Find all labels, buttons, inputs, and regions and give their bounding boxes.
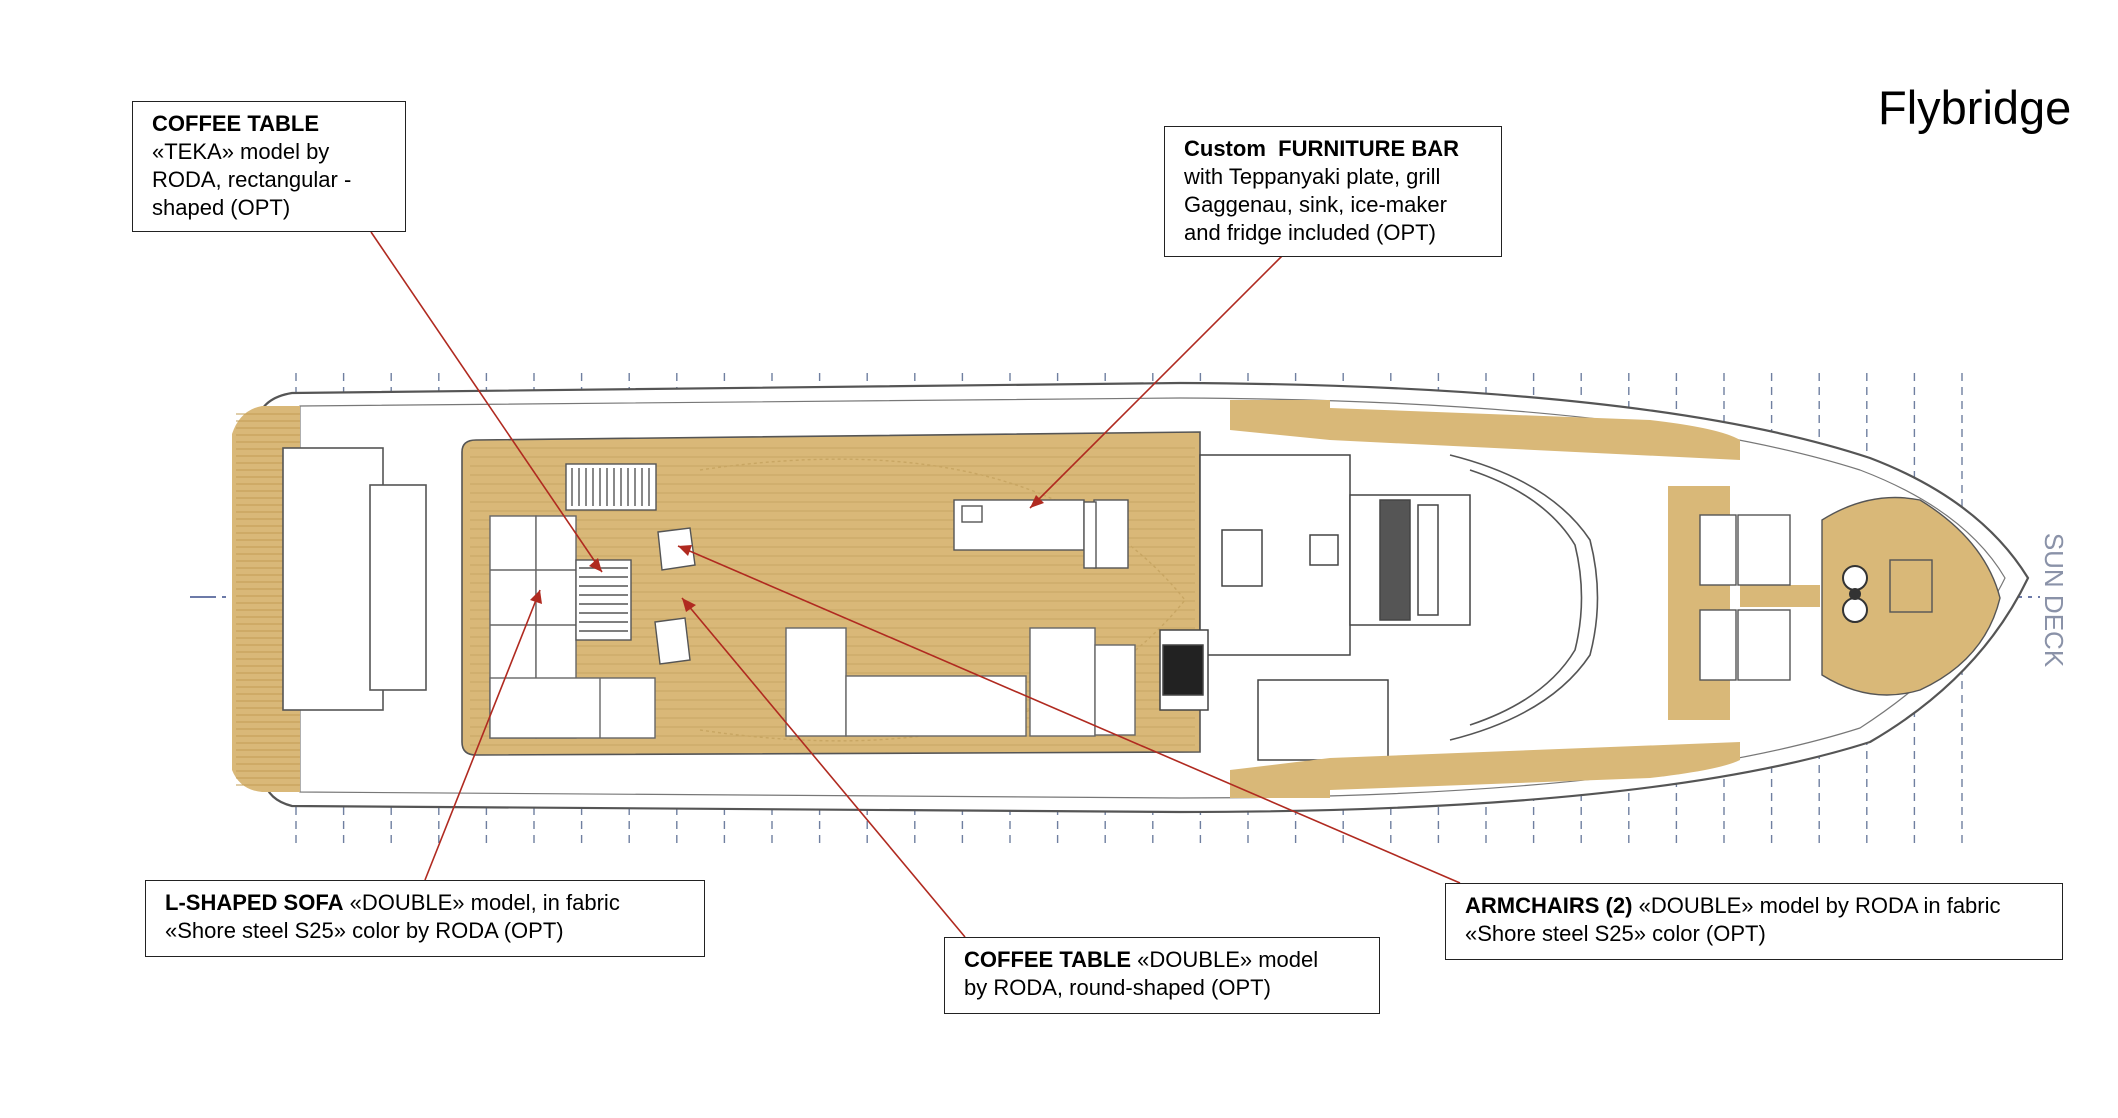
callout-coffee-table-double-line1-rest: «DOUBLE» model xyxy=(1137,947,1319,972)
callout-armchairs: ARMCHAIRS (2) «DOUBLE» model by RODA in … xyxy=(1445,883,2063,960)
aft-teak-platform xyxy=(232,406,427,792)
callout-coffee-table-double-title: COFFEE TABLE xyxy=(964,947,1132,972)
leader-coffee-table-double xyxy=(681,597,966,938)
bow-deck xyxy=(1821,496,2001,696)
callout-armchairs-line1-rest: «DOUBLE» model by RODA in fabric xyxy=(1638,893,2001,918)
callout-furniture-bar: Custom FURNITURE BAR with Teppanyaki pla… xyxy=(1164,126,1502,257)
helm-station xyxy=(1159,454,1471,761)
leader-lines xyxy=(370,231,1461,938)
page-title: Flybridge xyxy=(1878,81,2072,134)
arrowhead-coffee-table-double xyxy=(682,598,696,612)
callout-coffee-table-double-line2: by RODA, round-shaped (OPT) xyxy=(964,975,1271,1000)
callout-coffee-table-double: COFFEE TABLE «DOUBLE» model by RODA, rou… xyxy=(944,937,1380,1014)
leader-furniture-bar xyxy=(1029,255,1283,509)
foredeck-sunpads xyxy=(1699,514,1791,681)
callout-coffee-table-teka: COFFEE TABLE «TEKA» model by RODA, recta… xyxy=(132,101,406,232)
stair-hatch xyxy=(565,463,657,511)
callout-coffee-table-double-line1: COFFEE TABLE «DOUBLE» model xyxy=(964,946,1361,974)
armchairs xyxy=(654,527,696,665)
leader-armchairs xyxy=(677,545,1461,884)
callout-l-shaped-sofa-line1: L-SHAPED SOFA «DOUBLE» model, in fabric xyxy=(165,889,686,917)
callout-coffee-table-teka-line3: RODA, rectangular - xyxy=(152,167,352,192)
callout-furniture-bar-heading: FURNITURE BAR xyxy=(1278,136,1460,161)
callout-furniture-bar-line2: with Teppanyaki plate, grill xyxy=(1184,164,1441,189)
leader-coffee-table-teka xyxy=(370,231,603,573)
callout-armchairs-line1: ARMCHAIRS (2) «DOUBLE» model by RODA in … xyxy=(1465,892,2044,920)
teka-coffee-table xyxy=(575,559,632,641)
dinette-seating xyxy=(785,627,1136,737)
callout-furniture-bar-title: Custom FURNITURE BAR xyxy=(1184,135,1483,163)
callout-l-shaped-sofa-line1-rest: «DOUBLE» model, in fabric xyxy=(349,890,620,915)
callout-armchairs-title: ARMCHAIRS (2) xyxy=(1465,893,1633,918)
callout-coffee-table-teka-line2: «TEKA» model by xyxy=(152,139,330,164)
arrowhead-armchairs xyxy=(678,545,692,556)
callout-l-shaped-sofa-line2: «Shore steel S25» color by RODA (OPT) xyxy=(165,918,564,943)
callout-l-shaped-sofa: L-SHAPED SOFA «DOUBLE» model, in fabric … xyxy=(145,880,705,957)
callout-furniture-bar-line3: Gaggenau, sink, ice-maker xyxy=(1184,192,1447,217)
arrowhead-coffee-table-teka xyxy=(589,558,602,572)
leader-arrowheads xyxy=(530,495,1044,612)
arrowhead-furniture-bar xyxy=(1030,495,1044,508)
deck-label: SUN DECK xyxy=(2039,533,2069,668)
leader-l-shaped-sofa xyxy=(424,589,541,881)
furniture-bar xyxy=(953,499,1129,569)
callout-furniture-bar-line4: and fridge included (OPT) xyxy=(1184,220,1436,245)
windscreen xyxy=(1449,454,1599,741)
arrowhead-l-shaped-sofa xyxy=(530,590,542,604)
callout-coffee-table-teka-title: COFFEE TABLE xyxy=(152,111,320,136)
callout-armchairs-line2: «Shore steel S25» color (OPT) xyxy=(1465,921,1766,946)
l-shaped-sofa xyxy=(489,515,656,739)
callout-furniture-bar-prefix: Custom xyxy=(1184,136,1266,161)
callout-l-shaped-sofa-title: L-SHAPED SOFA xyxy=(165,890,344,915)
callout-coffee-table-teka-line4: shaped (OPT) xyxy=(152,195,291,220)
hull-inner-outline xyxy=(299,397,2006,799)
